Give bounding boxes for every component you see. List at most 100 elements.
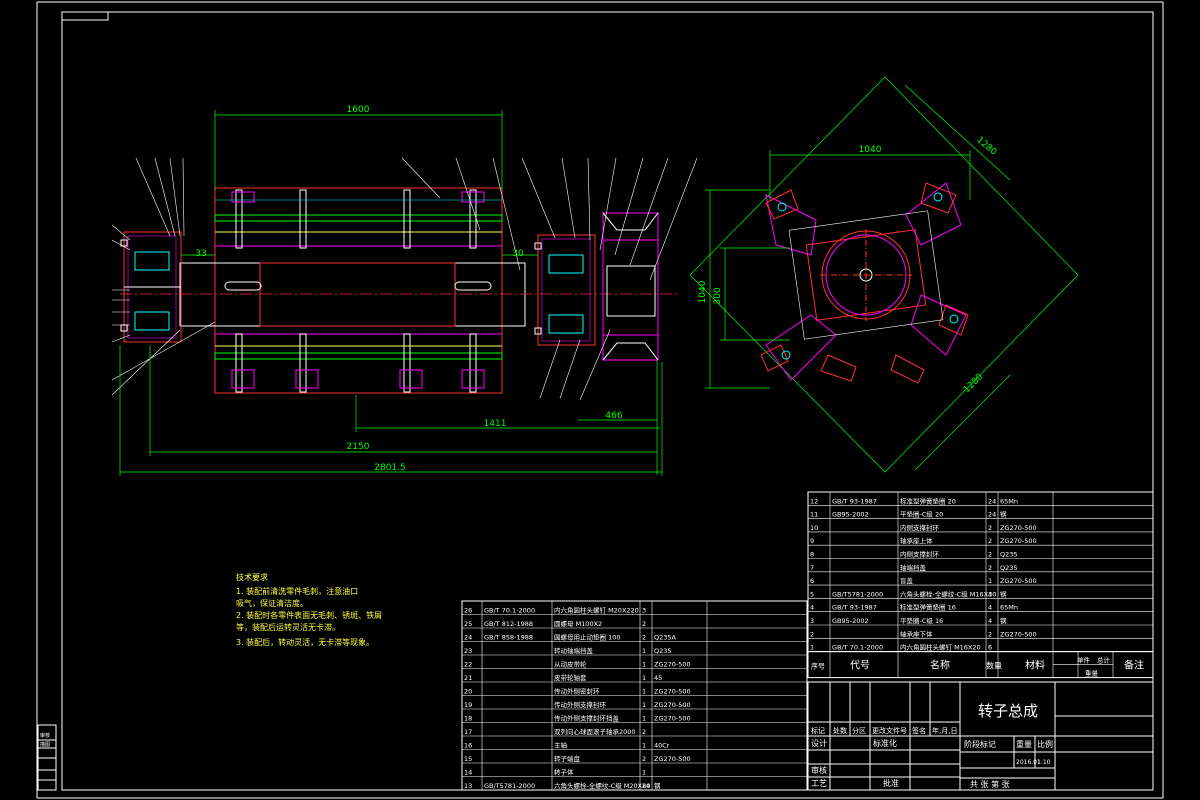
bom-row-name: 六角头螺栓-全螺纹-C级 M20X80 [554, 781, 650, 790]
bom-row-name: 传动外侧支撑封环挡盖 [554, 714, 620, 723]
bom-row-name: 内六角圆柱头螺钉 M20X220 [554, 606, 639, 615]
corner-tab [61, 11, 109, 21]
bom-row-material: 钢 [654, 782, 661, 790]
revision-date-label: 年,月,日 [932, 726, 957, 735]
bom-row-no: 24 [464, 634, 472, 642]
bom-row-no: 16 [464, 742, 472, 750]
bom-row-qty: 1 [642, 674, 646, 682]
scale-value: 1:10 [1037, 759, 1051, 766]
bom-row-material: ZG270-500 [654, 688, 691, 696]
bom-header-remark: 备注 [1124, 659, 1144, 672]
bom-row-material: Q235 [1000, 551, 1018, 559]
right-bearing-housing [534, 234, 596, 346]
bom-row-qty: 1 [642, 647, 646, 655]
revision-count-label: 处数 [833, 726, 847, 735]
bom-header-material: 材料 [1025, 659, 1045, 672]
tech-note-line-3: 等，装配后运转灵活无卡滞。 [236, 622, 340, 632]
bom-row-no: 21 [464, 674, 472, 682]
bom-row-no: 5 [810, 590, 814, 598]
bom-row-no: 19 [464, 701, 472, 709]
bom-row-material: 40Cr [654, 742, 670, 750]
tech-note-line-2: 2. 装配时各零件表面无毛刺、锈斑、铁屑 [236, 610, 382, 620]
bom-row-material: ZG270-500 [654, 715, 691, 723]
bom-row-code: GB/T 812-1988 [484, 620, 533, 628]
bom-row-name: 转动轴端挡盖 [554, 646, 594, 655]
bom-row-no: 13 [464, 782, 472, 790]
bom-header-code: 代号 [850, 660, 870, 672]
date-value: 2016.01 [1016, 759, 1041, 766]
bom-header-no: 序号 [811, 662, 825, 671]
bom-row-material: 45 [654, 674, 662, 682]
bom-row-name: 平垫圈-C级 16 [900, 616, 943, 625]
revision-file-label: 更改文件号 [872, 726, 907, 735]
driven-pulley [602, 212, 659, 361]
revision-mark-label: 标记 [811, 726, 825, 735]
tech-note-line-0: 1. 装配前清洗零件毛刺，注意油口 [236, 586, 358, 596]
bom-row-name: 主轴 [554, 741, 568, 750]
scale-label: 比例 [1037, 739, 1053, 749]
bom-row-qty: 2 [988, 524, 992, 532]
bom-row-qty: 2 [642, 620, 646, 628]
bom-row-name: 传动外侧支撑封环 [554, 700, 607, 709]
bom-row-no: 23 [464, 647, 472, 655]
bom-row-name: 转子端盘 [554, 754, 581, 763]
bom-row-code: GB/T5781-2000 [484, 782, 535, 790]
bom-row-material: ZG270-500 [1000, 524, 1037, 532]
dim-300: 300 [713, 287, 723, 304]
bom-row-name: 皮带轮轴套 [554, 673, 587, 682]
bom-row-qty: 1 [642, 688, 646, 696]
bom-row-no: 22 [464, 661, 472, 669]
bom-row-code: GB/T 70.1-2000 [484, 607, 535, 615]
weight-label: 重量 [1016, 739, 1032, 749]
bom-row-qty: 1 [988, 577, 992, 585]
inner-border [61, 11, 1154, 791]
left-strip-table: 审核 描图 [37, 724, 57, 791]
bom-row-no: 14 [464, 769, 472, 777]
bom-row-name: 内六角圆柱头螺钉 M16X20 [900, 643, 981, 652]
bom-row-no: 9 [810, 537, 814, 545]
bom-row-name: 内侧支撑封环 [900, 523, 940, 532]
bom-row-no: 25 [464, 620, 472, 628]
bom-row-qty: 3 [642, 607, 646, 615]
bom-row-no: 26 [464, 607, 472, 615]
bom-row-qty: 1 [642, 769, 646, 777]
bom-row-material: Q235A [654, 634, 677, 642]
bom-row-name: 圆螺母 M100X2 [554, 619, 602, 628]
bom-row-no: 2 [810, 630, 814, 638]
bom-row-material: 65Mn [1000, 604, 1018, 612]
bom-row-code: GB/T 858-1988 [484, 634, 533, 642]
bom-row-name: 传动外侧密封环 [554, 687, 600, 696]
bom-row-no: 10 [810, 524, 818, 532]
bom-row-qty: 24 [988, 511, 996, 519]
bom-row-no: 4 [810, 604, 814, 612]
bom-row-no: 15 [464, 755, 472, 763]
bom-row-qty: 2 [988, 551, 992, 559]
dim-30: 30 [512, 249, 524, 259]
bom-row-material: ZG270-500 [654, 661, 691, 669]
bom-row-no: 11 [810, 511, 818, 519]
left-strip-label-0: 审核 [40, 732, 50, 739]
left-strip-label-1: 描图 [40, 741, 50, 748]
bom-row-code: GB95-2002 [832, 617, 869, 625]
bom-row-no: 18 [464, 715, 472, 723]
bom-row-material: 钢 [1000, 590, 1007, 598]
bom-row-material: ZG270-500 [1000, 537, 1037, 545]
bom-row-no: 12 [810, 497, 818, 505]
approve-label: 批准 [883, 778, 899, 788]
bom-row-qty: 1 [642, 661, 646, 669]
bom-row-name: 转子体 [554, 768, 574, 777]
dim-1280-upper: 1280 [974, 135, 998, 158]
bom-row-no: 8 [810, 551, 814, 559]
front-view: 1600 33 30 1411 466 2150 2801.5 [111, 105, 698, 476]
rotor-body-outline [214, 187, 503, 394]
bom-row-name: 圆螺母用止动垫圈 100 [554, 633, 620, 642]
bom-row-name: 轴承座下体 [900, 629, 933, 638]
bom-header-total-weight: 总计 [1097, 656, 1111, 665]
main-shaft [179, 262, 526, 327]
side-view: 1040 1040 300 1280 1280 [689, 76, 1079, 473]
dim-1280-lower: 1280 [962, 372, 985, 395]
tech-notes-title: 技术要求 [236, 572, 268, 582]
